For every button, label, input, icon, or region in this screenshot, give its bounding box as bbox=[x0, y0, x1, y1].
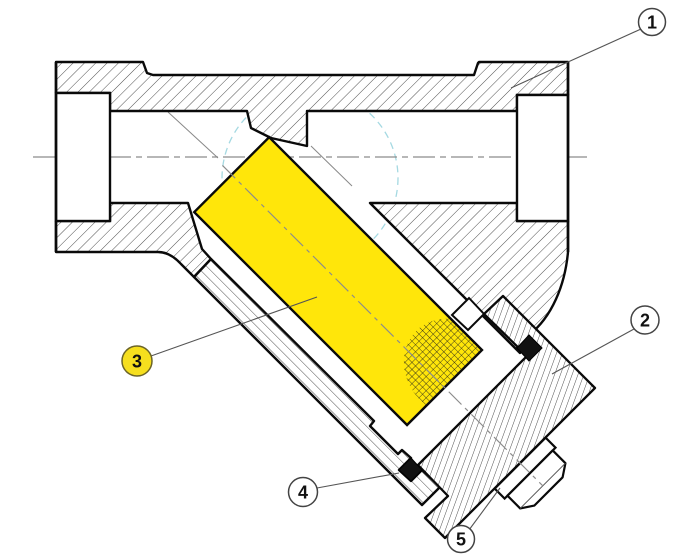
seal-lower bbox=[398, 457, 423, 482]
inlet-port bbox=[54, 91, 112, 223]
callout-5-number: 5 bbox=[456, 530, 466, 550]
bore-intersection-line-left bbox=[167, 111, 219, 159]
callout-3: 3 bbox=[121, 345, 153, 377]
bore-intersection-line-right bbox=[310, 145, 353, 187]
callout-5-circle bbox=[446, 524, 476, 554]
callout-4: 4 bbox=[287, 476, 319, 508]
branch-centerline bbox=[222, 165, 544, 487]
callout-4-circle bbox=[287, 476, 319, 508]
callout-4-number: 4 bbox=[298, 483, 308, 503]
cap-body-groove bbox=[450, 296, 486, 332]
callout-1-circle bbox=[637, 7, 667, 37]
leader-line-1 bbox=[510, 28, 642, 89]
outlet-port bbox=[515, 93, 570, 223]
callout-2: 2 bbox=[630, 305, 660, 335]
callout-3-number: 3 bbox=[132, 352, 142, 372]
branch-assembly bbox=[192, 135, 567, 510]
leader-line-5 bbox=[468, 487, 501, 531]
leader-line-2 bbox=[551, 328, 635, 375]
callout-2-number: 2 bbox=[640, 311, 650, 331]
callout-1: 1 bbox=[637, 7, 667, 37]
seal-upper bbox=[516, 334, 543, 362]
cap-bonnet bbox=[416, 294, 597, 540]
body-top-wall bbox=[54, 60, 570, 148]
leader-line-3 bbox=[150, 296, 318, 357]
callout-1-number: 1 bbox=[647, 13, 657, 33]
callout-3-circle bbox=[121, 345, 153, 377]
leader-line-4 bbox=[316, 472, 400, 489]
callout-5: 5 bbox=[446, 524, 476, 554]
callout-2-circle bbox=[630, 305, 660, 335]
